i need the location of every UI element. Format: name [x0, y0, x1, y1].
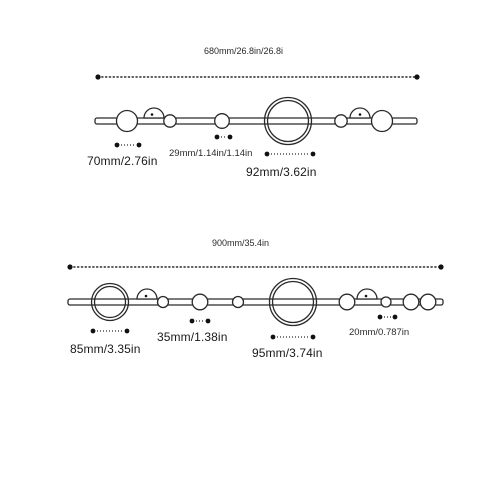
bottom-small-globe-1: [156, 295, 170, 309]
bottom-left-ring-dimension-marker: [90, 328, 130, 334]
top-left-dome-mount: [143, 107, 165, 119]
top-length-dimension-line: [95, 74, 420, 80]
bottom-total-length-label: 900mm/35.4in: [212, 238, 270, 248]
bottom-right-globe-2: [402, 293, 420, 311]
bottom-right-end-globe: [419, 293, 437, 311]
top-right-globe: [370, 109, 394, 133]
top-center-ring-dimension-marker: [264, 151, 316, 157]
top-total-length-label: 680mm/26.8in/26.8i: [204, 46, 284, 56]
bottom-length-dimension-line: [67, 264, 444, 270]
top-small-globe-size-label: 29mm/1.14in/1.14in: [169, 148, 253, 159]
bottom-center-ring-size-label: 95mm/3.74in: [252, 346, 323, 360]
top-small-globe-3: [334, 114, 348, 128]
bottom-center-ring-dimension-marker: [270, 334, 316, 340]
top-fixture: [94, 74, 420, 157]
bottom-medium-globe-dimension-marker: [189, 318, 211, 324]
bottom-medium-globe: [191, 293, 209, 311]
bottom-small-globe-2: [231, 295, 245, 309]
bottom-small-globe-dimension-marker: [377, 314, 398, 320]
bottom-left-ring: [90, 282, 130, 322]
top-center-ring: [263, 96, 313, 146]
top-center-ring-size-label: 92mm/3.62in: [246, 165, 317, 179]
bottom-small-globe-size-label: 20mm/0.787in: [349, 327, 410, 338]
top-small-globe-dimension-marker: [214, 134, 233, 140]
bottom-left-ring-size-label: 85mm/3.35in: [70, 342, 141, 356]
bottom-right-dome-mount: [356, 288, 378, 300]
top-left-globe: [115, 109, 139, 133]
top-left-globe-dimension-marker: [114, 142, 142, 148]
bottom-small-globe-3: [380, 296, 392, 308]
bottom-left-dome-mount: [136, 288, 158, 300]
bottom-right-globe-1: [338, 293, 356, 311]
top-small-globe-2: [214, 113, 230, 129]
top-small-globe-1: [163, 114, 177, 128]
top-left-globe-size-label: 70mm/2.76in: [87, 154, 158, 168]
bottom-fixture: [67, 264, 444, 340]
top-rod: [94, 117, 418, 125]
bottom-center-ring: [268, 277, 318, 327]
bottom-medium-globe-size-label: 35mm/1.38in: [157, 330, 228, 344]
top-right-dome-mount: [349, 107, 371, 119]
